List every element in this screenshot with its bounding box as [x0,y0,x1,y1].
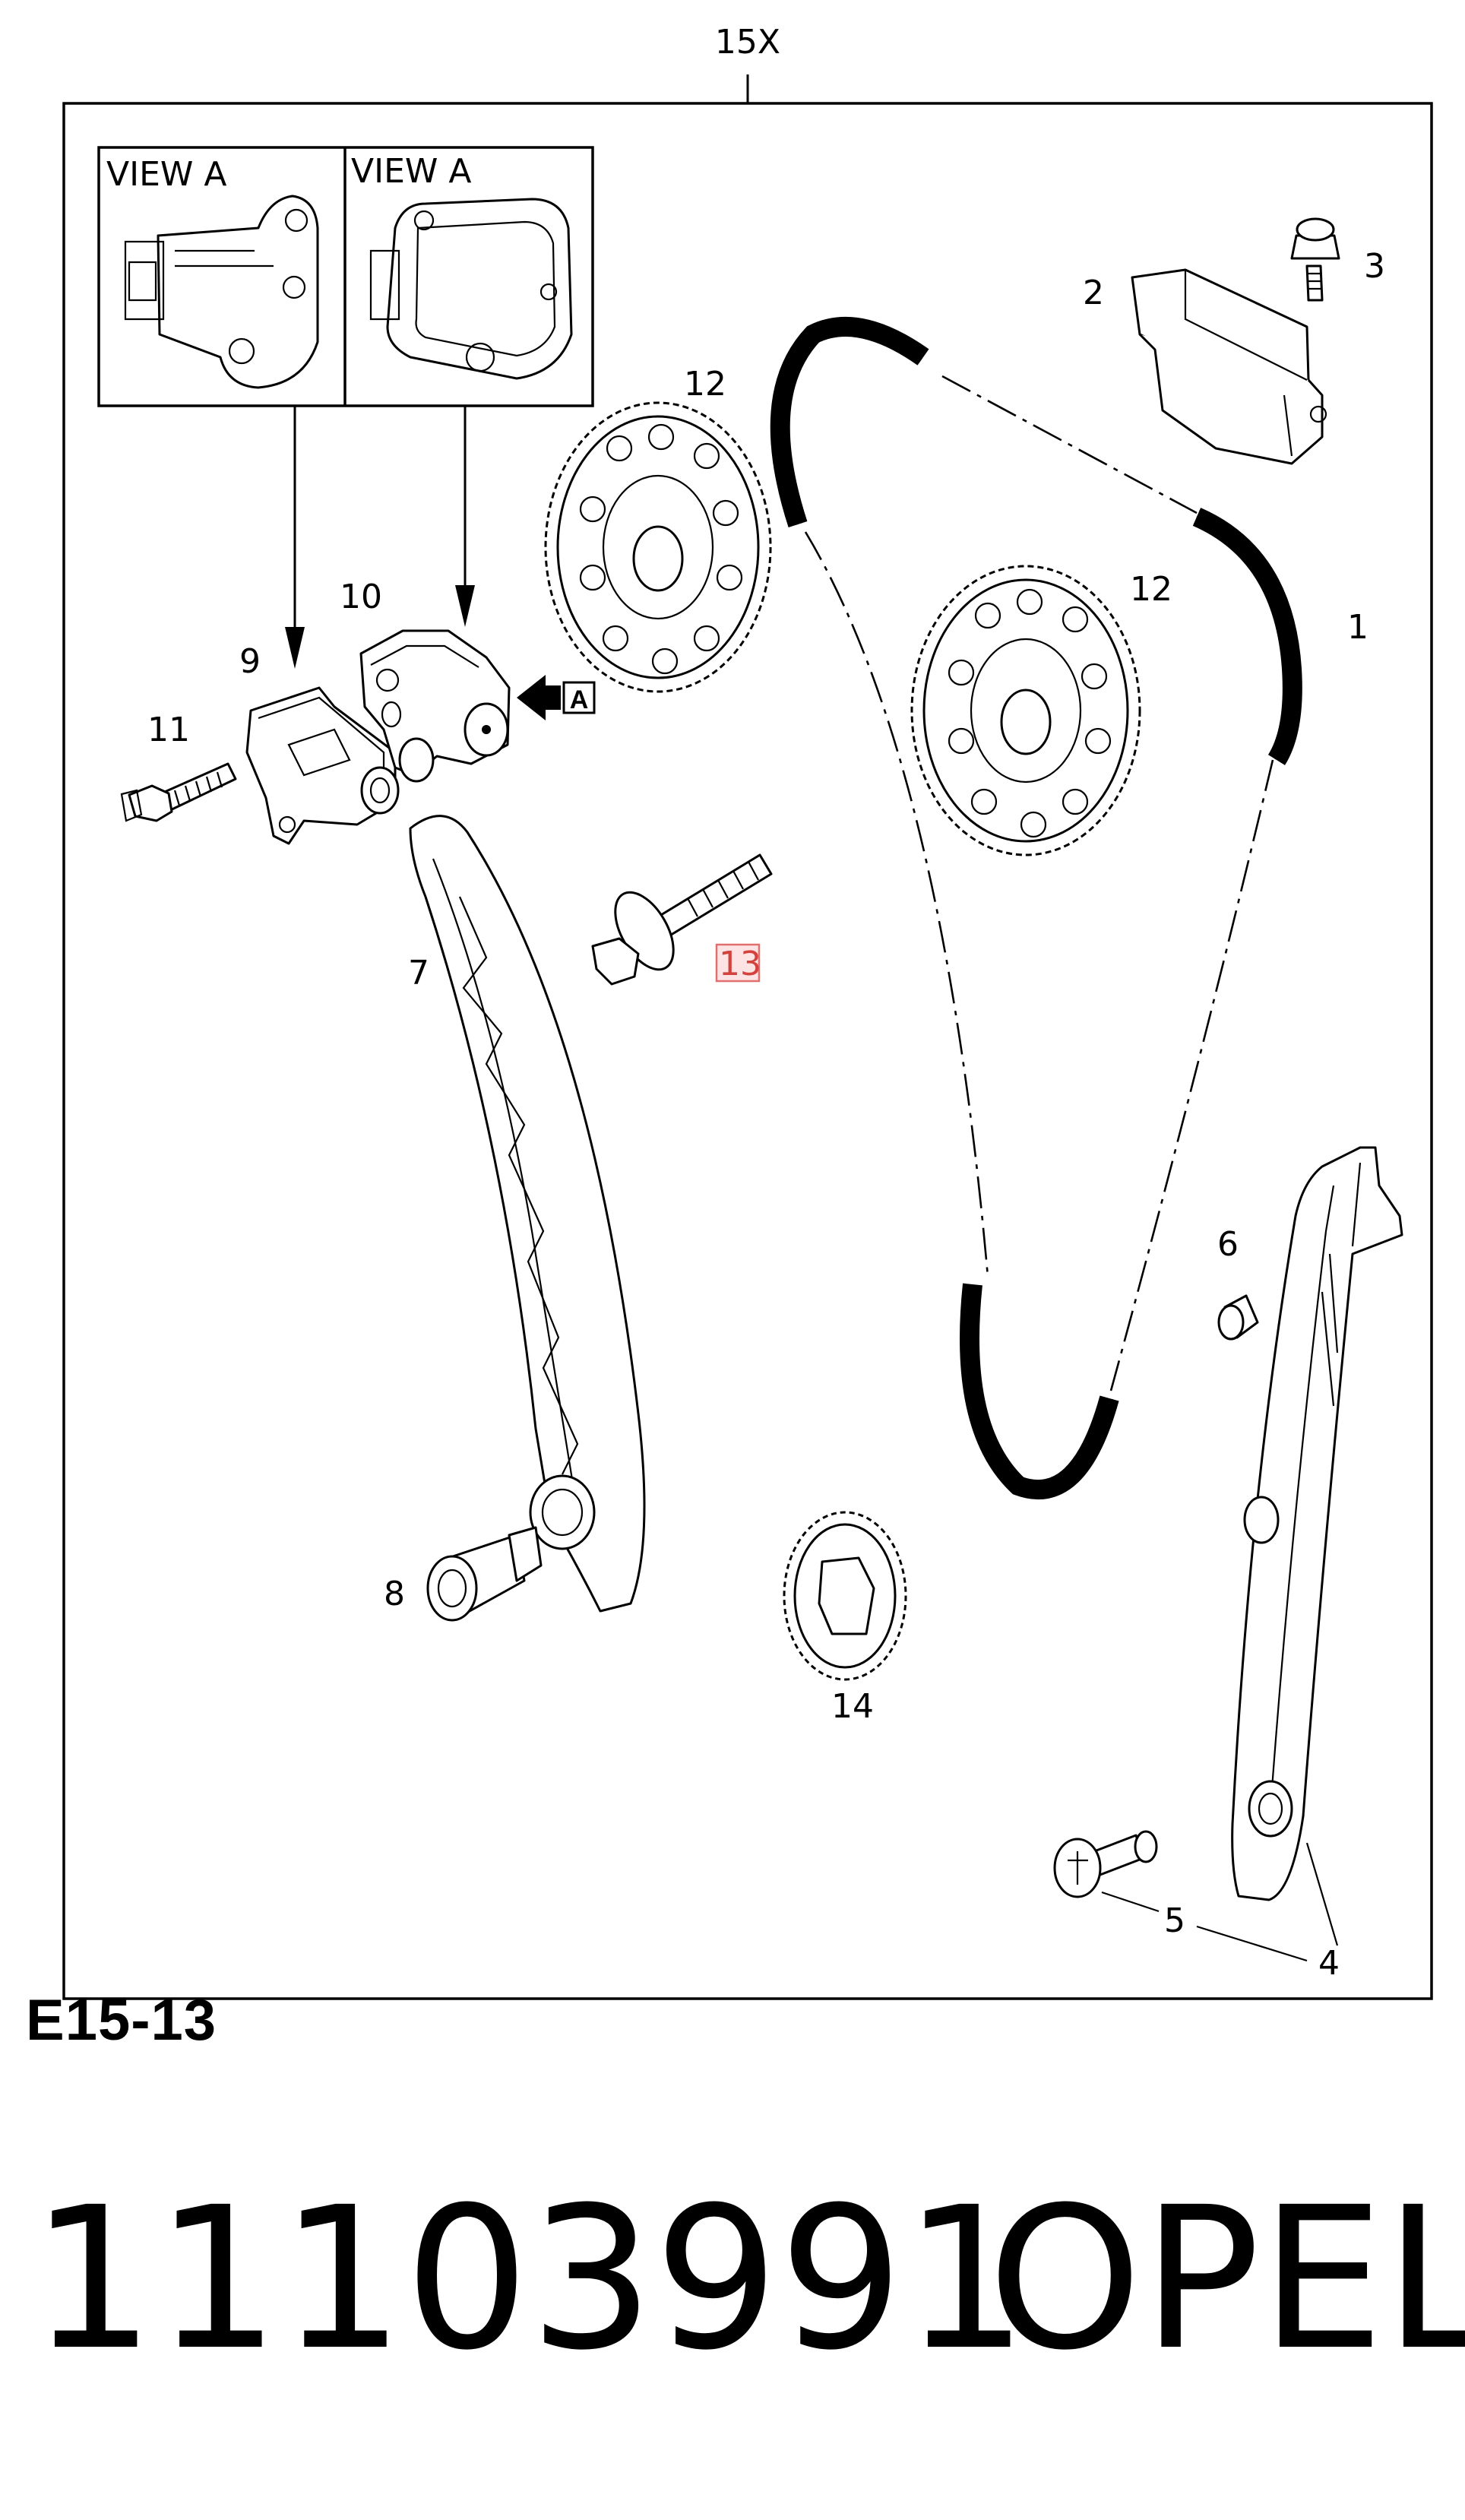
callout-11: 11 [147,711,190,749]
view-a-left-title: VIEW A [106,155,226,194]
view-a-arrows [285,406,475,669]
part-3-bolt [1290,217,1340,302]
view-a-right-sketch [369,198,573,380]
part-4-guide-rail [1231,1146,1403,1901]
callout-8: 8 [384,1575,405,1613]
callout-1: 1 [1347,608,1368,647]
part-6-plug [1217,1294,1259,1341]
callout-5: 5 [1164,1901,1185,1940]
callout-9: 9 [239,642,261,681]
part-2-guide-block [1131,268,1327,465]
part-1-chain [770,317,1302,1499]
view-marker-letter: A [570,685,589,714]
callout-13[interactable]: 13 [719,945,761,983]
callout-7: 7 [408,954,429,992]
part-12-sprocket-lower [910,565,1141,856]
callout-6: 6 [1217,1225,1239,1264]
callout-13-highlight [715,943,761,983]
part-number: 11103991 [30,2165,1029,2393]
callout-14: 14 [831,1687,874,1726]
callout-12-upper: 12 [684,365,726,404]
view-direction-marker: A [517,675,596,720]
brand-name: OPEL [988,2165,1465,2393]
callout-4: 4 [1318,1944,1340,1983]
part-8-pin [426,1526,543,1622]
part-9-tensioner [245,686,400,845]
view-a-inset: VIEW A VIEW A [97,146,594,407]
figure-code: E15-13 [26,1988,217,2053]
part-10-tensioner [359,629,511,783]
set-label: 15X [715,23,780,62]
part-14-crank-sprocket [783,1511,907,1681]
callout-numbers: 1 2 3 4 5 6 7 8 9 10 11 12 12 13 14 [147,247,1385,1983]
view-a-right-title: VIEW A [351,152,471,191]
part-11-bolt [120,762,237,822]
callout-3: 3 [1364,247,1385,286]
parts-diagram: 15X VIEW A VIEW A [62,23,1433,2000]
part-5-bolt [1053,1830,1158,1898]
part-12-sprocket-upper [544,401,772,693]
part-7-tensioner-rail [409,815,646,1613]
callout-12-lower: 12 [1130,570,1172,609]
view-a-left-sketch [124,195,319,389]
part-13-bolt [591,853,773,986]
leader-lines [1101,1842,1339,1962]
callout-10: 10 [340,578,382,616]
callout-2: 2 [1083,274,1104,312]
